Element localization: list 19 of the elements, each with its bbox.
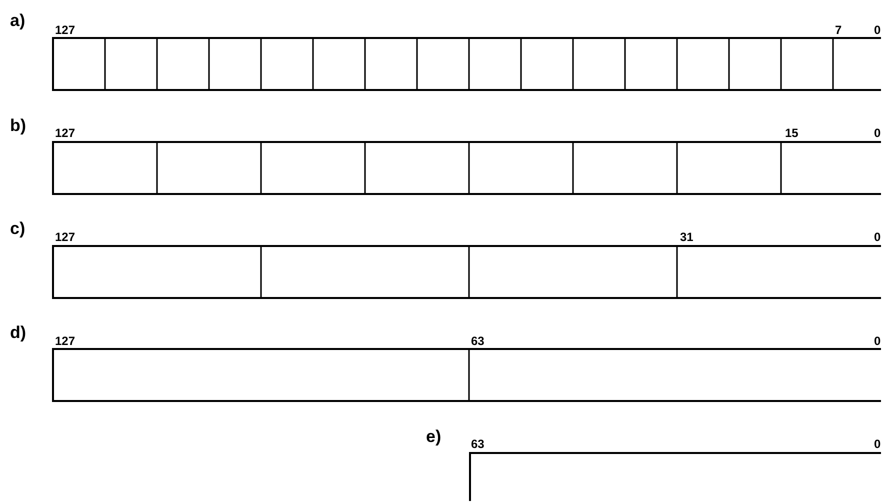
bit-index: 127 [55, 127, 76, 139]
bit-index: 127 [55, 335, 76, 347]
panel-label: a) [10, 12, 26, 29]
bit-index: 15 [785, 127, 798, 139]
bit-index: 127 [55, 24, 76, 36]
bit-index: 0 [874, 24, 881, 36]
bit-index: 127 [55, 231, 76, 243]
panel-label: c) [10, 220, 26, 237]
bit-index: 63 [471, 438, 484, 450]
panel-label: e) [426, 428, 442, 445]
bit-index: 7 [835, 24, 842, 36]
bit-index: 0 [874, 231, 881, 243]
bit-index: 31 [680, 231, 694, 243]
bit-index: 0 [874, 438, 881, 450]
bit-index: 0 [874, 335, 881, 347]
panel-label: b) [10, 117, 26, 134]
bit-index: 63 [471, 335, 484, 347]
panel-label: d) [10, 324, 26, 341]
bit-index: 0 [874, 127, 881, 139]
